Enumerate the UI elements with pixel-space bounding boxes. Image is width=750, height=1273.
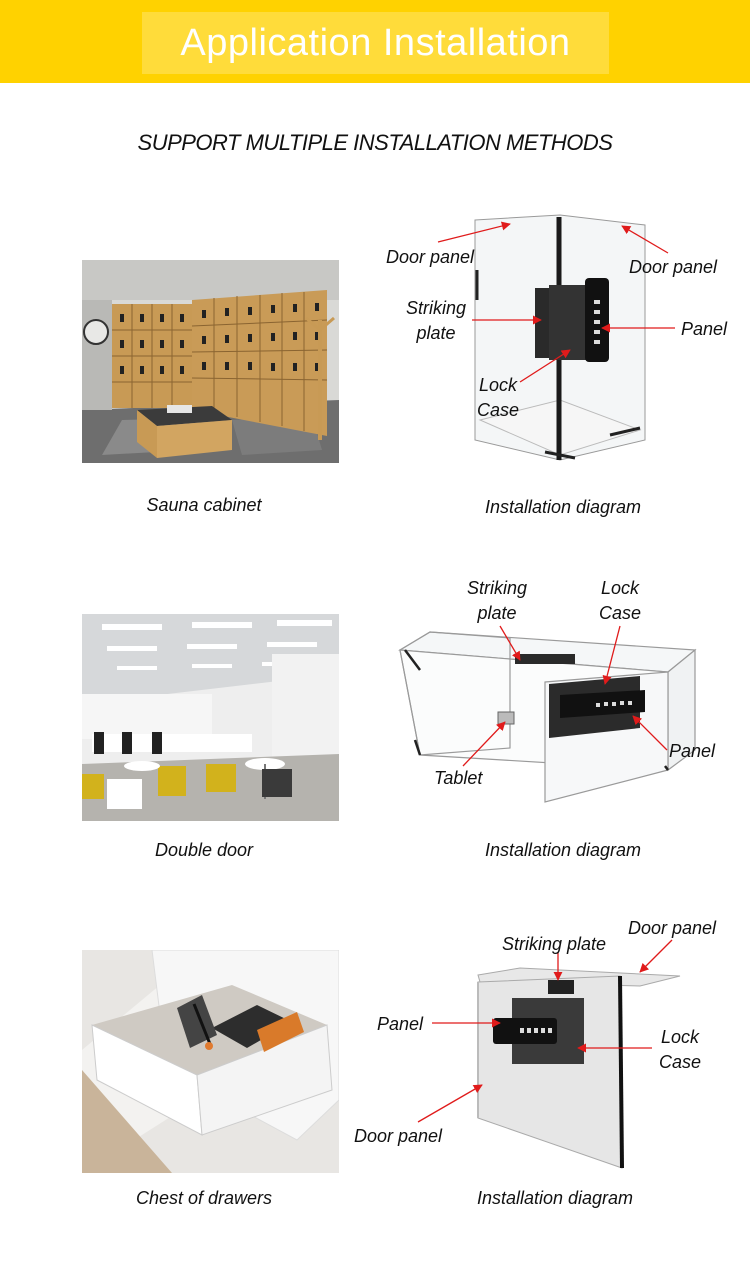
label-striking-plate-line2: plate xyxy=(416,323,456,343)
label-lock-case-line1: Lock xyxy=(478,375,518,395)
label-panel: Panel xyxy=(377,1014,424,1034)
label-lock-case-line1: Lock xyxy=(600,578,640,598)
label-striking-plate: Striking plate xyxy=(502,934,607,954)
label-striking-plate: Striking plate xyxy=(461,576,533,626)
label-striking-plate-line1: Striking xyxy=(466,578,528,598)
chest-of-drawers-caption: Chest of drawers xyxy=(135,1188,273,1208)
label-panel: Panel xyxy=(669,741,716,761)
label-lock-case-line2: Case xyxy=(598,603,642,623)
label-tablet: Tablet xyxy=(434,768,483,788)
double-door-caption: Double door xyxy=(154,840,254,860)
header-banner: Application Installation xyxy=(0,0,750,83)
label-lock-case: Lock Case xyxy=(654,1025,706,1075)
page-title: Application Installation xyxy=(180,21,571,64)
label-lock-case: Lock Case xyxy=(594,576,646,626)
label-door-panel-top: Door panel xyxy=(628,918,717,938)
label-door-panel-right: Door panel xyxy=(629,257,718,277)
header-title-box: Application Installation xyxy=(142,12,609,74)
sauna-cabinet-photo xyxy=(82,260,339,463)
section-subtitle: SUPPORT MULTIPLE INSTALLATION METHODS xyxy=(137,130,613,155)
label-door-panel-bottom: Door panel xyxy=(354,1126,443,1146)
label-lock-case-line2: Case xyxy=(658,1052,702,1072)
sauna-cabinet-caption: Sauna cabinet xyxy=(146,495,262,515)
chest-of-drawers-photo xyxy=(82,950,339,1173)
double-door-diagram-caption: Installation diagram xyxy=(484,840,642,860)
label-striking-plate-line2: plate xyxy=(477,603,517,623)
label-lock-case: Lock Case xyxy=(472,373,524,423)
label-striking-plate-line1: Striking xyxy=(405,298,467,318)
sauna-diagram-caption: Installation diagram xyxy=(484,497,642,517)
label-lock-case-line1: Lock xyxy=(660,1027,700,1047)
label-lock-case-line2: Case xyxy=(476,400,520,420)
label-striking-plate: Striking plate xyxy=(400,296,472,346)
label-panel: Panel xyxy=(681,319,728,339)
double-door-photo xyxy=(82,614,339,821)
label-door-panel-left: Door panel xyxy=(386,247,475,267)
drawer-diagram-caption: Installation diagram xyxy=(476,1188,634,1208)
